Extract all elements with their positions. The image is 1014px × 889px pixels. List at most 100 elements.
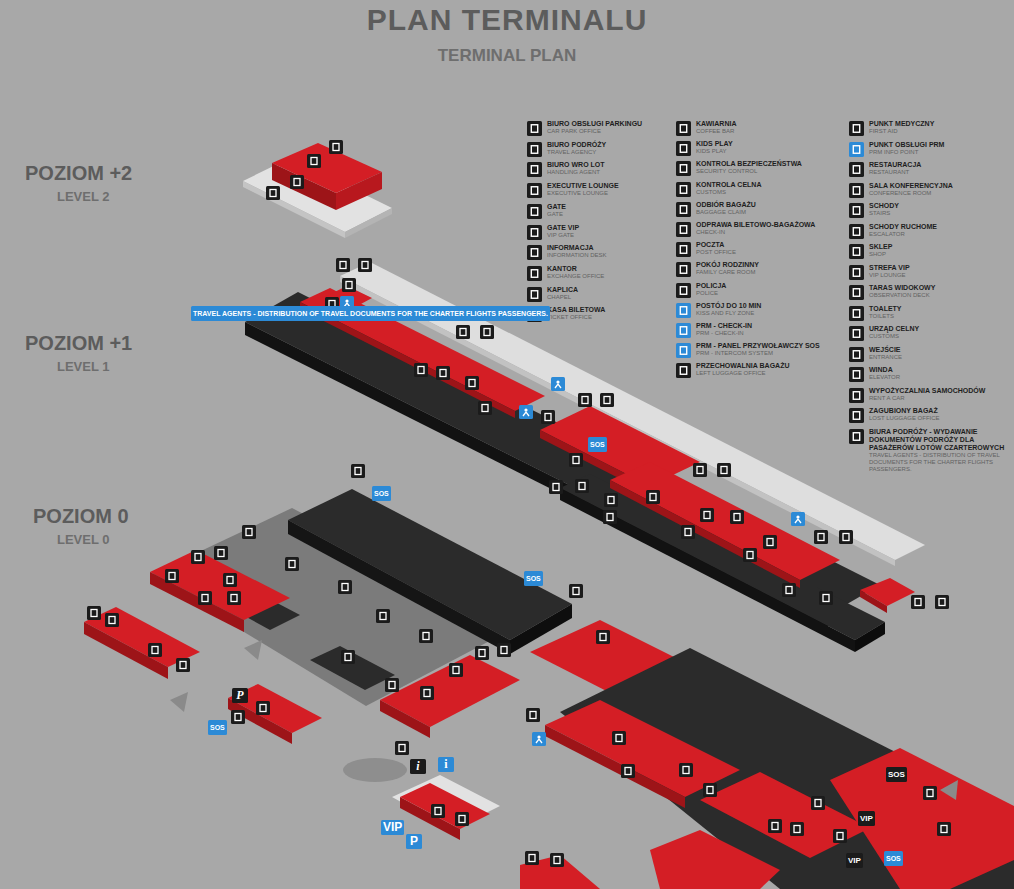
prm-icon <box>551 377 565 391</box>
legend-icon-glyph <box>531 208 537 216</box>
legend-text: PUNKT MEDYCZNY <box>869 120 934 128</box>
legend-text: WINDA <box>869 366 893 374</box>
legend-icon-ground <box>849 265 864 280</box>
legend-translation: CUSTOMS <box>869 333 899 340</box>
legend-translation: EXECUTIVE LOUNGE <box>547 190 608 197</box>
legend-icon <box>849 203 864 218</box>
info-marker: P <box>232 688 248 703</box>
map-icon <box>911 595 925 609</box>
legend-icon-glyph <box>853 289 859 297</box>
map-icon <box>456 325 470 339</box>
legend-icon <box>676 182 691 197</box>
legend-icon-glyph <box>680 145 686 153</box>
red-block-side <box>228 698 292 744</box>
dark-floor <box>560 474 885 640</box>
legend-icon-glyph <box>531 125 537 133</box>
legend-icon-ground <box>849 224 864 239</box>
legend-icon <box>527 204 542 219</box>
map-icon <box>385 678 399 692</box>
legend-icon-glyph <box>531 249 537 257</box>
legend-icon-glyph <box>853 392 859 400</box>
prm-icon <box>532 732 546 746</box>
dark-strip <box>310 646 395 690</box>
legend-icon <box>676 323 691 338</box>
map-icon <box>414 363 428 377</box>
legend-translation: OBSERVATION DECK <box>869 292 930 299</box>
legend-text: PRZECHOWALNIA BAGAŻU <box>696 362 789 370</box>
map-icon <box>436 366 450 380</box>
map-icon <box>165 569 179 583</box>
map-icon <box>266 186 280 200</box>
legend-text: KAPLICA <box>547 286 578 294</box>
sos-marker: TRAVEL AGENTS - DISTRIBUTION OF TRAVEL D… <box>191 306 550 321</box>
legend-text: KAWIARNIA <box>696 120 736 128</box>
legend-icon-ground <box>676 262 691 277</box>
map-icon <box>455 812 469 826</box>
legend-translation: KISS AND FLY ZONE <box>696 310 754 317</box>
map-icon <box>550 853 564 867</box>
map-icon <box>679 763 693 777</box>
legend-icon-glyph <box>853 371 859 379</box>
legend-text: WYPOŻYCZALNIA SAMOCHODÓW <box>869 387 985 395</box>
map-icon <box>839 530 853 544</box>
legend-icon-glyph <box>680 307 686 315</box>
legend-translation: CAR PARK OFFICE <box>547 128 601 135</box>
legend-icon-glyph <box>680 347 686 355</box>
legend-icon-glyph <box>853 433 859 441</box>
legend-text: BIURA PODRÓŻY - WYDAWANIE DOKUMENTÓW POD… <box>869 428 1007 452</box>
map-icon <box>242 525 256 539</box>
legend-translation: RESTAURANT <box>869 169 909 176</box>
map-icon <box>105 613 119 627</box>
legend-icon-glyph <box>853 166 859 174</box>
legend-icon-ground <box>849 367 864 382</box>
map-icon <box>285 557 299 571</box>
legend-text: GATE VIP <box>547 224 579 232</box>
legend-icon-ground <box>527 162 542 177</box>
map-icon <box>578 393 592 407</box>
legend-translation: CONFERENCE ROOM <box>869 190 931 197</box>
prm-icon <box>519 405 533 419</box>
red-block-side <box>545 725 685 808</box>
floor-shadow <box>343 758 407 782</box>
legend-icon <box>676 141 691 156</box>
map-icon <box>480 325 494 339</box>
legend-icon <box>849 408 864 423</box>
legend-icon <box>676 283 691 298</box>
vip-marker: VIP <box>858 811 875 826</box>
map-icon <box>198 591 212 605</box>
legend-icon <box>527 142 542 157</box>
legend-translation: CHECK-IN <box>696 229 725 236</box>
map-icon <box>478 401 492 415</box>
legend-text: BIURO OBSŁUGI PARKINGU <box>547 120 642 128</box>
legend-icon-glyph <box>853 228 859 236</box>
legend-text: KONTROLA CELNA <box>696 181 761 189</box>
legend-translation: TRAVEL AGENCY <box>547 149 596 156</box>
legend-icon-glyph <box>680 266 686 274</box>
map-icon <box>87 606 101 620</box>
legend-text: KONTROLA BEZPIECZEŃSTWA <box>696 160 802 168</box>
legend-icon-glyph <box>853 146 859 154</box>
legend-icon-ground <box>849 162 864 177</box>
legend-icon <box>527 245 542 260</box>
legend-icon <box>849 244 864 259</box>
map-icon <box>419 629 433 643</box>
legend-text: POLICJA <box>696 282 726 290</box>
legend-icon-ground <box>527 287 542 302</box>
map-icon <box>569 584 583 598</box>
map-icon <box>351 464 365 478</box>
legend-icon <box>849 142 864 157</box>
sos-marker: SOS <box>884 851 903 866</box>
legend-icon <box>849 121 864 136</box>
dark-floor <box>560 648 1014 889</box>
legend-icon-glyph <box>680 367 686 375</box>
entrance-arrow <box>940 780 958 800</box>
legend-icon <box>849 306 864 321</box>
red-block <box>830 748 1014 889</box>
level-0 <box>84 489 1014 889</box>
legend-text: ODBIÓR BAGAŻU <box>696 201 756 209</box>
legend-icon <box>527 183 542 198</box>
legend-text: URZĄD CELNY <box>869 325 919 333</box>
map-icon <box>191 550 205 564</box>
legend-icon <box>849 326 864 341</box>
legend-text: PRM - PANEL PRZYWOŁAWCZY SOS <box>696 342 820 350</box>
